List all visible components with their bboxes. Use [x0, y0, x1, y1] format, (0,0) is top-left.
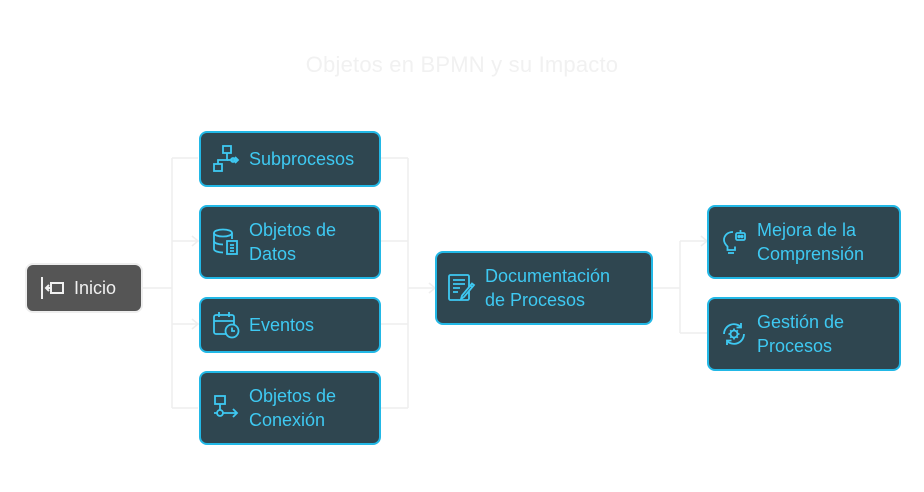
exit-arrow-icon	[36, 272, 68, 304]
calendar-clock-icon	[210, 309, 242, 341]
database-icon	[210, 226, 242, 258]
node-label: Eventos	[249, 315, 315, 335]
node-label: Gestión de Procesos	[757, 312, 845, 356]
gear-cycle-icon	[718, 318, 750, 350]
diagram-title: Objetos en BPMN y su Impacto	[305, 52, 619, 77]
node-subprocesos[interactable]: Subprocesos	[199, 131, 381, 187]
node-mejora-comprension[interactable]: Mejora de la Comprensión	[707, 205, 901, 279]
connection-icon	[210, 392, 242, 424]
node-gestion-procesos[interactable]: Gestión de Procesos	[707, 297, 901, 371]
node-label: Mejora de la Comprensión	[757, 220, 865, 264]
hierarchy-icon	[210, 143, 242, 175]
start-node[interactable]: Inicio	[25, 263, 143, 313]
node-objetos-conexion[interactable]: Objetos de Conexión	[199, 371, 381, 445]
node-documentacion[interactable]: Documentación de Procesos	[435, 251, 653, 325]
node-objetos-datos[interactable]: Objetos de Datos	[199, 205, 381, 279]
lightbulb-icon	[718, 226, 750, 258]
node-label: Documentación de Procesos	[485, 266, 611, 310]
node-eventos[interactable]: Eventos	[199, 297, 381, 353]
document-pen-icon	[446, 272, 478, 304]
node-label: Objetos de Datos	[249, 220, 337, 264]
node-label: Subprocesos	[249, 149, 355, 169]
start-label: Inicio	[74, 277, 117, 298]
node-label: Objetos de Conexión	[249, 386, 337, 430]
